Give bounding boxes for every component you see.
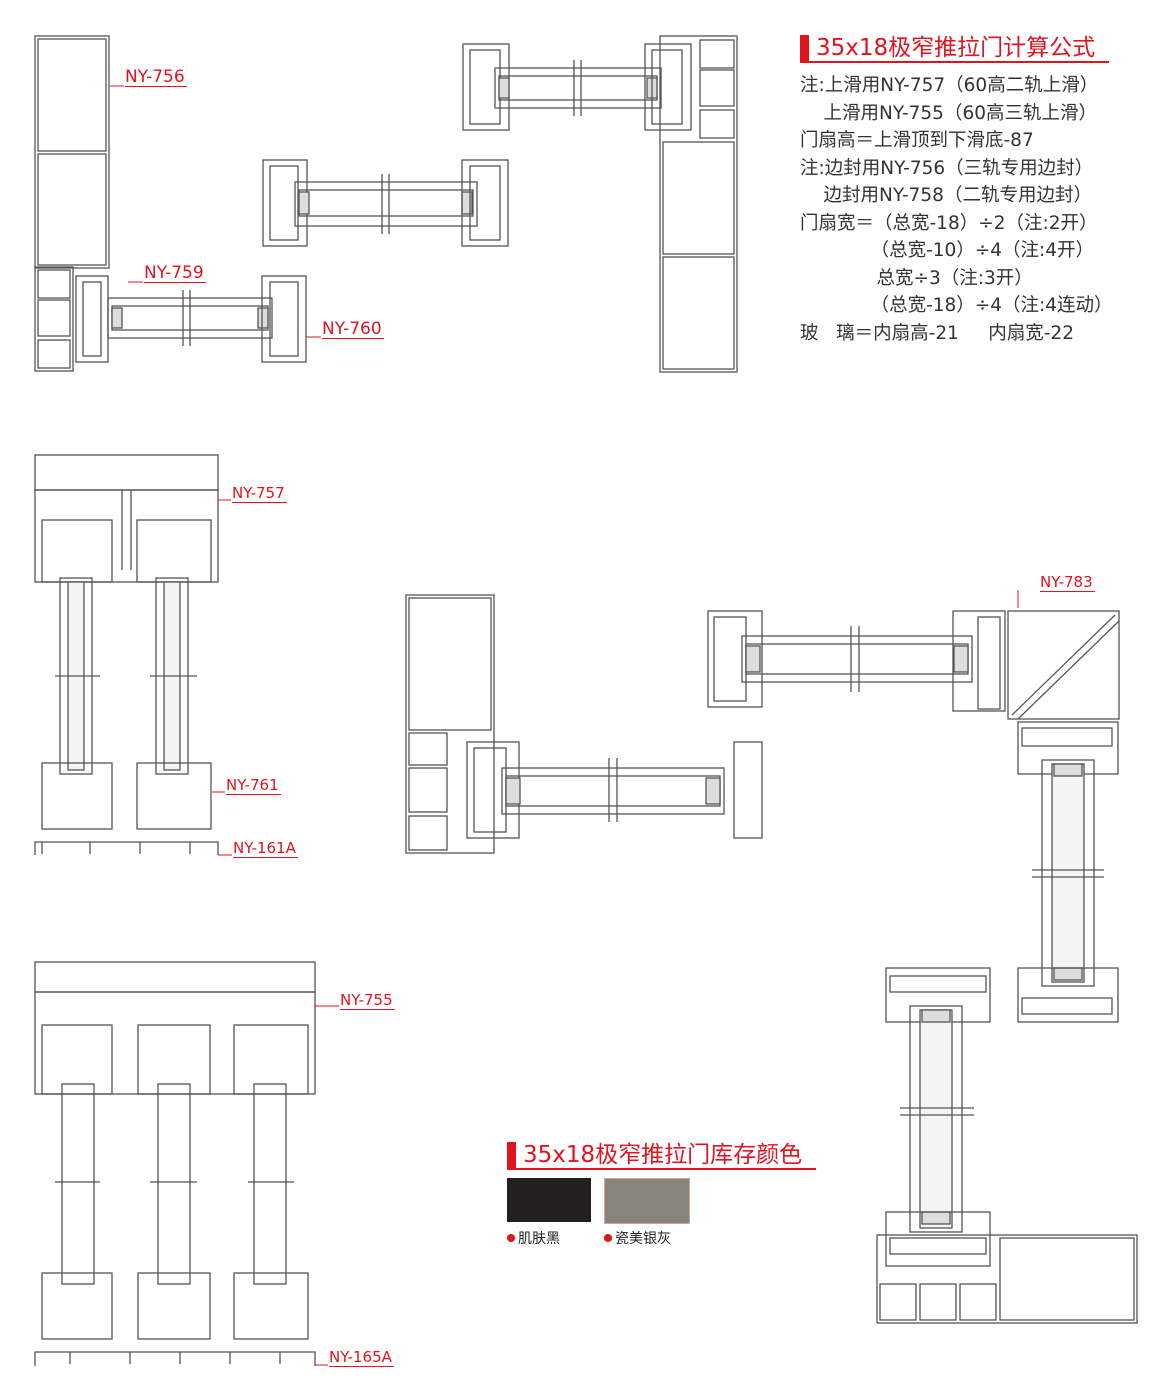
top-left-assembly	[34, 35, 738, 373]
formula-line: 玻 璃＝内扇高-21 内扇宽-22	[800, 322, 1074, 344]
formula-line: 门扇高＝上滑顶到下滑底-87	[800, 130, 1034, 151]
color-swatch-silver-gray	[604, 1178, 690, 1224]
color-name-black: 肌肤黑	[507, 1228, 560, 1248]
label-ny-756: NY-756	[125, 67, 187, 87]
label-ny-755: NY-755	[340, 991, 395, 1010]
color-swatch-black	[507, 1178, 591, 1222]
color-name-silver-gray: 瓷美银灰	[604, 1228, 671, 1248]
formula-list: 注:上滑用NY-757（60高二轨上滑） 上滑用NY-755（60高三轨上滑） …	[800, 72, 1113, 347]
formula-title: 35x18极窄推拉门计算公式	[800, 35, 1110, 63]
corner-assembly	[405, 594, 1138, 1324]
label-ny-161a: NY-161A	[233, 839, 298, 858]
label-ny-783: NY-783	[1040, 573, 1095, 592]
formula-line: 门扇宽＝（总宽-18）÷2（注:2开）	[800, 212, 1098, 234]
formula-line: 注:上滑用NY-757（60高二轨上滑）	[800, 75, 1099, 96]
formula-line: 边封用NY-758（二轨专用边封）	[800, 185, 1092, 206]
label-ny-165a: NY-165A	[329, 1348, 394, 1367]
label-ny-761: NY-761	[226, 776, 281, 795]
formula-line: 上滑用NY-755（60高三轨上滑）	[800, 102, 1097, 124]
three-track-section	[34, 961, 316, 1366]
label-ny-757: NY-757	[232, 484, 287, 503]
formula-line: 注:边封用NY-756（三轨专用边封）	[800, 157, 1094, 179]
label-ny-759: NY-759	[144, 263, 206, 283]
colors-title: 35x18极窄推拉门库存颜色	[507, 1142, 817, 1170]
formula-line: （总宽-10）÷4（注:4开）	[800, 240, 1095, 261]
label-ny-760: NY-760	[322, 319, 384, 339]
formula-line: 总宽÷3（注:3开）	[800, 267, 1033, 289]
two-track-section	[34, 454, 219, 855]
formula-line: （总宽-18）÷4（注:4连动）	[800, 295, 1113, 316]
